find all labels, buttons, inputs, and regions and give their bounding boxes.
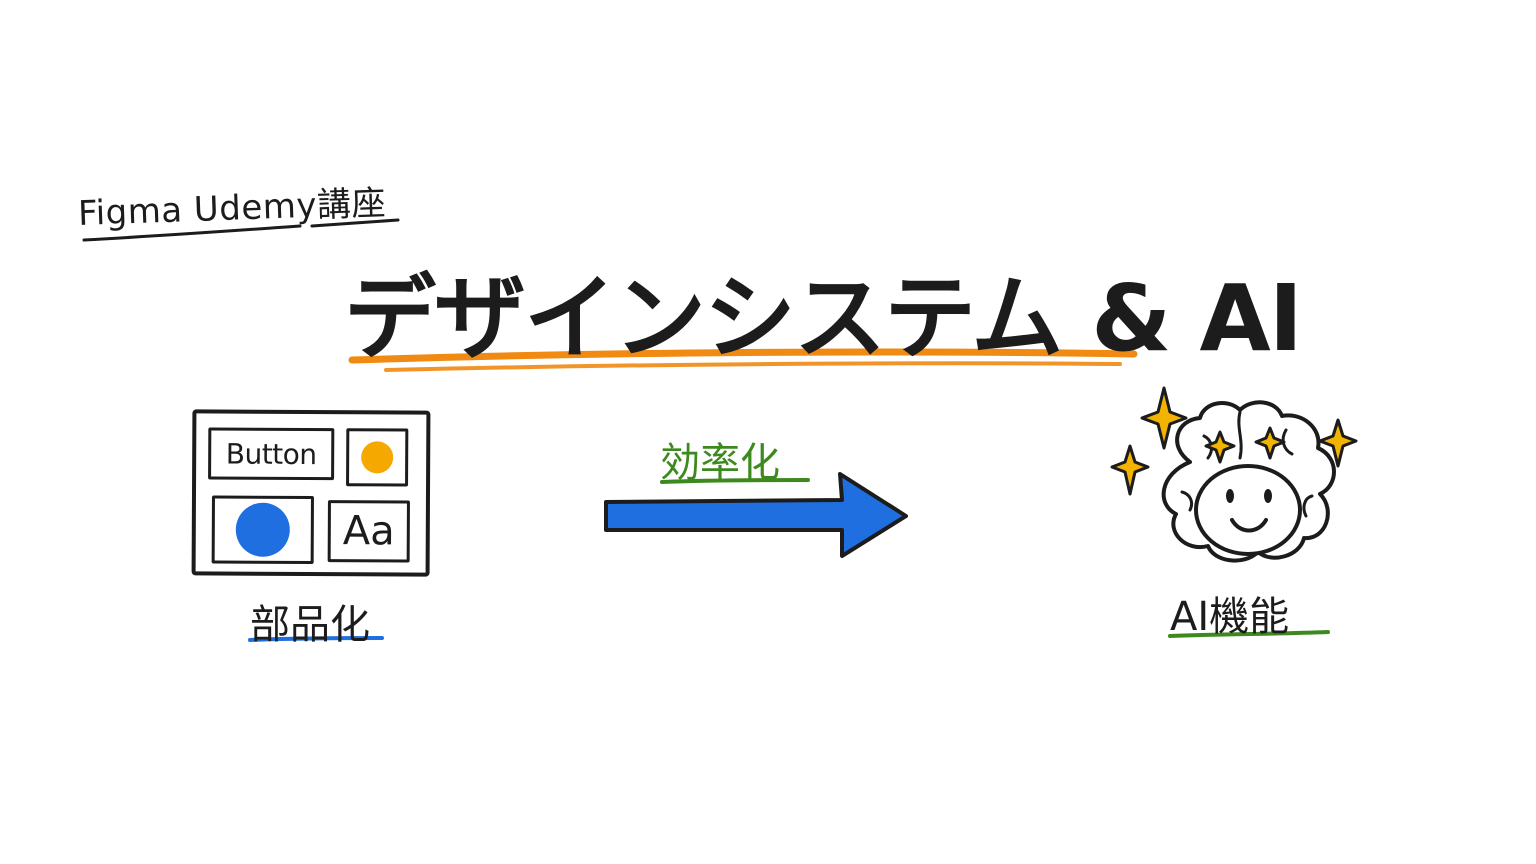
subtitle-underline xyxy=(82,224,302,242)
efficiency-underline xyxy=(660,478,810,484)
title-underline xyxy=(348,348,1138,364)
blue-circle-icon xyxy=(235,502,290,557)
components-underline xyxy=(248,636,384,642)
components-label: 部品化 xyxy=(250,602,370,648)
efficiency-label: 効率化 xyxy=(660,440,780,486)
color-swatch-cell-blue xyxy=(211,495,314,565)
subtitle-underline-2 xyxy=(310,218,400,228)
ai-underline xyxy=(1168,630,1330,638)
button-component-label: Button xyxy=(225,437,317,471)
page-title: デザインシステム & AI xyxy=(344,265,1303,372)
title-underline-2 xyxy=(384,361,1122,372)
color-swatch-cell-yellow xyxy=(346,428,409,487)
right-arrow-icon xyxy=(604,472,908,558)
typography-cell: Aa xyxy=(327,500,410,563)
sparkle-icon xyxy=(1110,386,1358,496)
ai-feature-label: AI機能 xyxy=(1170,594,1290,640)
components-panel: Button Aa xyxy=(191,409,431,577)
typography-label: Aa xyxy=(342,508,395,555)
yellow-circle-icon xyxy=(361,441,394,474)
smiling-brain-icon xyxy=(1161,400,1336,563)
button-component-cell: Button xyxy=(208,427,335,481)
